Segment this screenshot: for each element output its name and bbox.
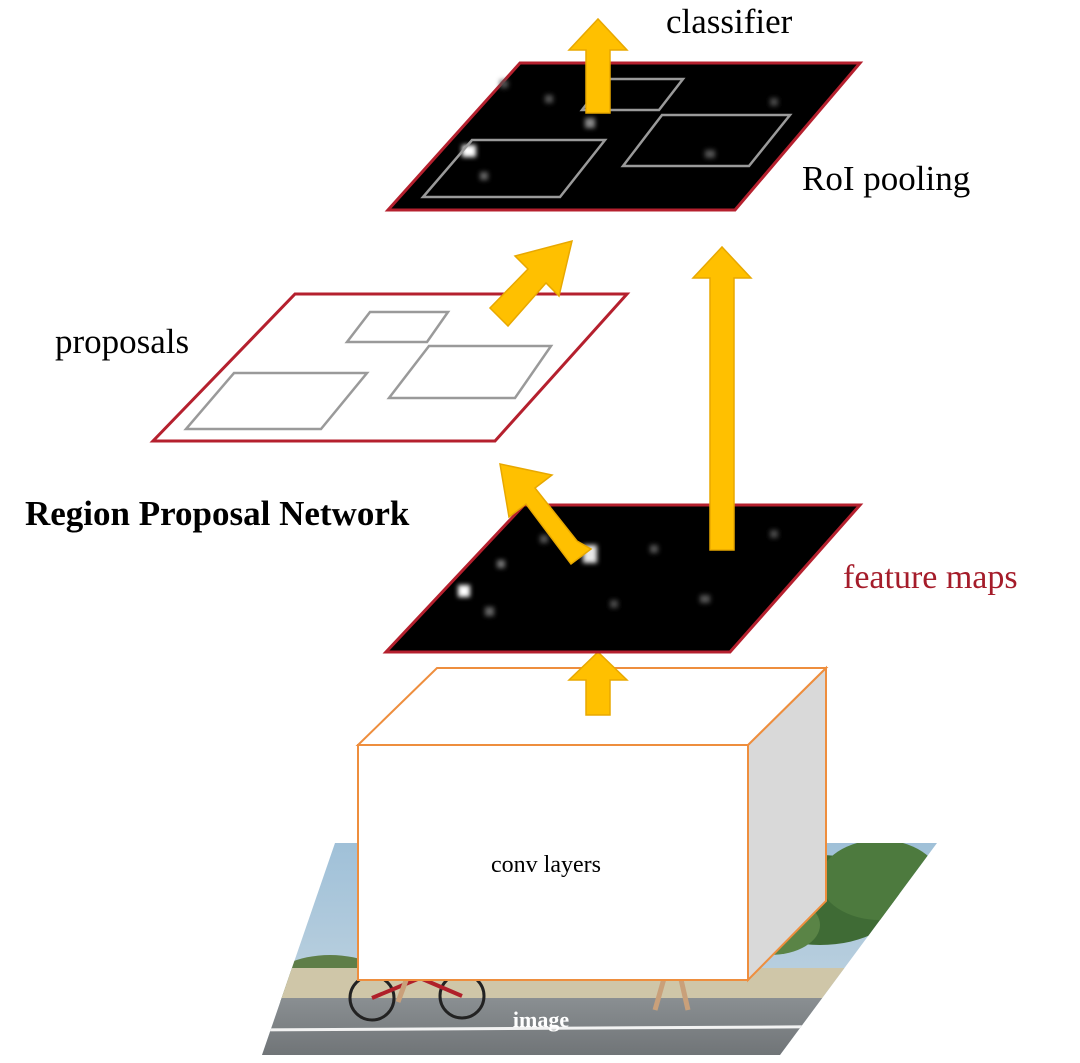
proposal-region <box>183 371 370 431</box>
proposal-region <box>386 344 554 400</box>
feature-maps-label: feature maps <box>843 559 1018 596</box>
proposals-label: proposals <box>55 322 189 361</box>
upward-arrow-icon <box>567 650 629 716</box>
roi-region <box>420 138 608 199</box>
roi-pooling-label: RoI pooling <box>802 159 970 198</box>
image-label: image <box>513 1007 569 1032</box>
upward-arrow-icon <box>691 245 753 551</box>
proposals-plane <box>149 292 631 443</box>
upward-arrow-icon <box>567 17 629 114</box>
proposal-region <box>344 310 451 344</box>
conv-layers-label: conv layers <box>491 852 601 878</box>
conv-box-front-face <box>357 744 749 981</box>
upward-arrow-icon <box>488 239 574 328</box>
classifier-label: classifier <box>666 2 793 41</box>
feature-maps-plane <box>382 503 864 654</box>
rpn-label: Region Proposal Network <box>25 494 410 533</box>
upward-arrow-icon <box>499 463 593 566</box>
roi-region <box>620 113 793 168</box>
roi-pooling-plane <box>384 61 864 212</box>
